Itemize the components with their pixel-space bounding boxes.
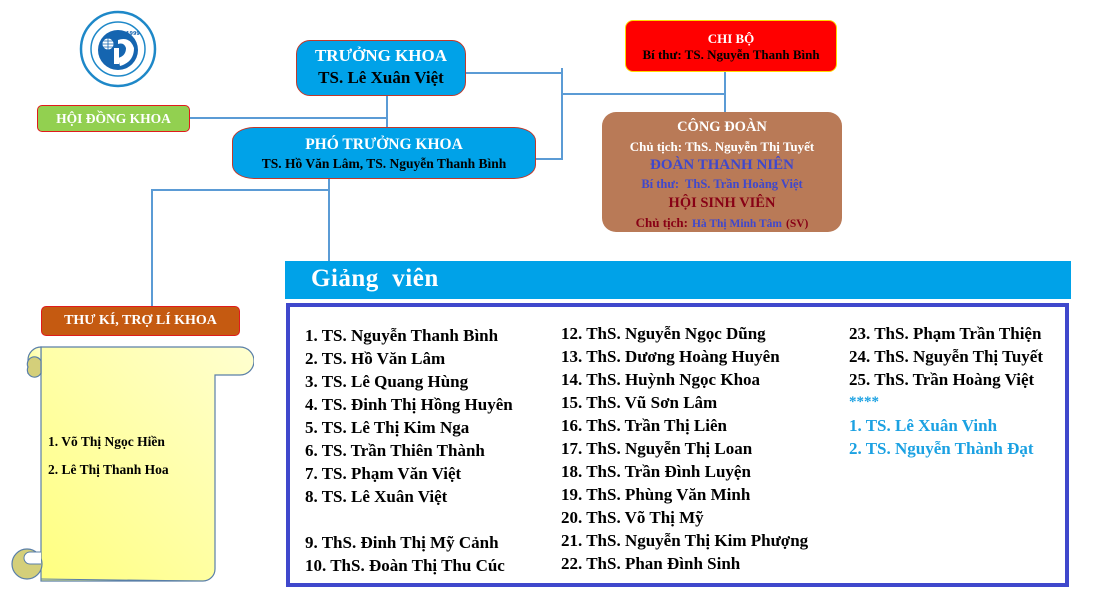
lecturer-item: 20. ThS. Võ Thị Mỹ — [561, 508, 704, 527]
hoi-sinh-vien-title: HỘI SINH VIÊN — [668, 195, 776, 211]
lecturer-item: 22. ThS. Phan Đình Sinh — [561, 554, 741, 573]
hoi-sinh-vien-name: Hà Thị Minh Tâm — [691, 218, 782, 230]
giang-vien-panel — [286, 303, 1069, 587]
truong-khoa-box: TRƯỞNG KHOA TS. Lê Xuân Việt — [296, 40, 466, 96]
lecturer-item: 1. TS. Nguyễn Thanh Bình — [305, 326, 499, 345]
truong-khoa-name: TS. Lê Xuân Việt — [318, 67, 444, 87]
cong-doan-chair: Chủ tịch: ThS. Nguyễn Thị Tuyết — [629, 139, 815, 154]
lecturer-item: 12. ThS. Nguyễn Ngọc Dũng — [561, 324, 766, 343]
hoi-sinh-vien-chair: Chủ tịch: Hà Thị Minh Tâm (SV) — [602, 213, 842, 234]
logo-year: 1999 — [126, 31, 140, 37]
pho-truong-khoa-title: PHÓ TRƯỞNG KHOA — [305, 136, 463, 153]
lecturer-item: 6. TS. Trần Thiên Thành — [305, 441, 485, 460]
doan-the-box: CÔNG ĐOÀN Chủ tịch: ThS. Nguyễn Thị Tuyế… — [602, 112, 842, 232]
pho-truong-khoa-names: TS. Hồ Văn Lâm, TS. Nguyễn Thanh Bình — [261, 155, 507, 171]
connector-thuki-down — [151, 189, 153, 306]
cong-doan-title: CÔNG ĐOÀN — [677, 119, 767, 135]
lecturer-item: 13. ThS. Dương Hoàng Huyên — [561, 347, 780, 366]
chi-bo-secretary: Bí thư: TS. Nguyễn Thanh Bình — [642, 46, 820, 62]
pho-truong-khoa-box: PHÓ TRƯỞNG KHOA TS. Hồ Văn Lâm, TS. Nguy… — [232, 127, 536, 179]
scroll-banner — [11, 346, 254, 582]
hoi-dong-khoa-box: HỘI ĐỒNG KHOA — [37, 105, 190, 132]
guest-lecturer-item: 2. TS. Nguyễn Thành Đạt — [849, 439, 1034, 458]
connector-doanthe-h — [561, 93, 726, 95]
thu-ki-box: THƯ KÍ, TRỢ LÍ KHOA — [41, 306, 240, 336]
lecturer-column-3: 23. ThS. Phạm Trần Thiện 24. ThS. Nguyễn… — [849, 322, 1049, 460]
lecturer-item: 21. ThS. Nguyễn Thị Kim Phượng — [561, 531, 809, 550]
giang-vien-title: Giảng viên — [311, 265, 439, 292]
connector-left-h — [151, 189, 330, 191]
lecturer-item: 8. TS. Lê Xuân Việt — [305, 487, 448, 506]
lecturer-item: 9. ThS. Đinh Thị Mỹ Cảnh — [305, 533, 499, 552]
lecturer-item: 7. TS. Phạm Văn Việt — [305, 464, 462, 483]
giang-vien-header: Giảng viên — [285, 261, 1071, 299]
lecturer-item: 24. ThS. Nguyễn Thị Tuyết — [849, 347, 1044, 366]
lecturer-item: 4. TS. Đinh Thị Hồng Huyên — [305, 395, 513, 414]
connector-hoidong — [190, 117, 387, 119]
connector-pho-right — [536, 158, 563, 160]
lecturer-item: 18. ThS. Trần Đình Luyện — [561, 462, 751, 481]
truong-khoa-title: TRƯỞNG KHOA — [314, 46, 448, 65]
guest-lecturer-item: 1. TS. Lê Xuân Vinh — [849, 416, 998, 435]
connector-chibo-down — [724, 72, 726, 112]
lecturer-item: 5. TS. Lê Thị Kim Nga — [305, 418, 470, 437]
separator-stars: **** — [849, 394, 879, 410]
chi-bo-title: CHI BỘ — [707, 31, 755, 46]
thu-ki-member: 2. Lê Thị Thanh Hoa — [48, 462, 169, 477]
thu-ki-member: 1. Võ Thị Ngọc Hiền — [48, 434, 165, 449]
lecturer-item: 3. TS. Lê Quang Hùng — [305, 372, 469, 391]
hoi-sinh-vien-suffix: (SV) — [786, 218, 809, 230]
lecturer-column-1: 1. TS. Nguyễn Thanh Bình 2. TS. Hồ Văn L… — [305, 324, 513, 577]
chi-bo-box: CHI BỘ Bí thư: TS. Nguyễn Thanh Bình — [625, 20, 837, 72]
lecturer-item: 23. ThS. Phạm Trần Thiện — [849, 324, 1042, 343]
doan-thanh-nien-secretary: Bí thư: ThS. Trần Hoàng Việt — [641, 177, 803, 191]
connector-pho-down — [328, 179, 330, 261]
lecturer-item: 14. ThS. Huỳnh Ngọc Khoa — [561, 370, 761, 389]
connector-truong-to-pho — [386, 96, 388, 127]
lecturer-item: 10. ThS. Đoàn Thị Thu Cúc — [305, 556, 505, 575]
lecturer-item: 15. ThS. Vũ Sơn Lâm — [561, 393, 718, 412]
lecturer-item: 17. ThS. Nguyễn Thị Loan — [561, 439, 753, 458]
lecturer-column-2: 12. ThS. Nguyễn Ngọc Dũng 13. ThS. Dương… — [561, 322, 808, 575]
doan-thanh-nien-title: ĐOÀN THANH NIÊN — [650, 157, 794, 173]
lecturer-item: 16. ThS. Trần Thị Liên — [561, 416, 727, 435]
connector-right-vertical — [561, 68, 563, 160]
thu-ki-list: 1. Võ Thị Ngọc Hiền 2. Lê Thị Thanh Hoa — [48, 428, 169, 484]
lecturer-item: 25. ThS. Trần Hoàng Việt — [849, 370, 1035, 389]
university-logo: 1999 — [79, 10, 157, 88]
spacer — [305, 508, 513, 531]
lecturer-item: 2. TS. Hồ Văn Lâm — [305, 349, 446, 368]
connector-truong-right — [466, 72, 563, 74]
hoi-sinh-vien-label: Chủ tịch: — [635, 215, 688, 230]
lecturer-item: 19. ThS. Phùng Văn Minh — [561, 485, 751, 504]
